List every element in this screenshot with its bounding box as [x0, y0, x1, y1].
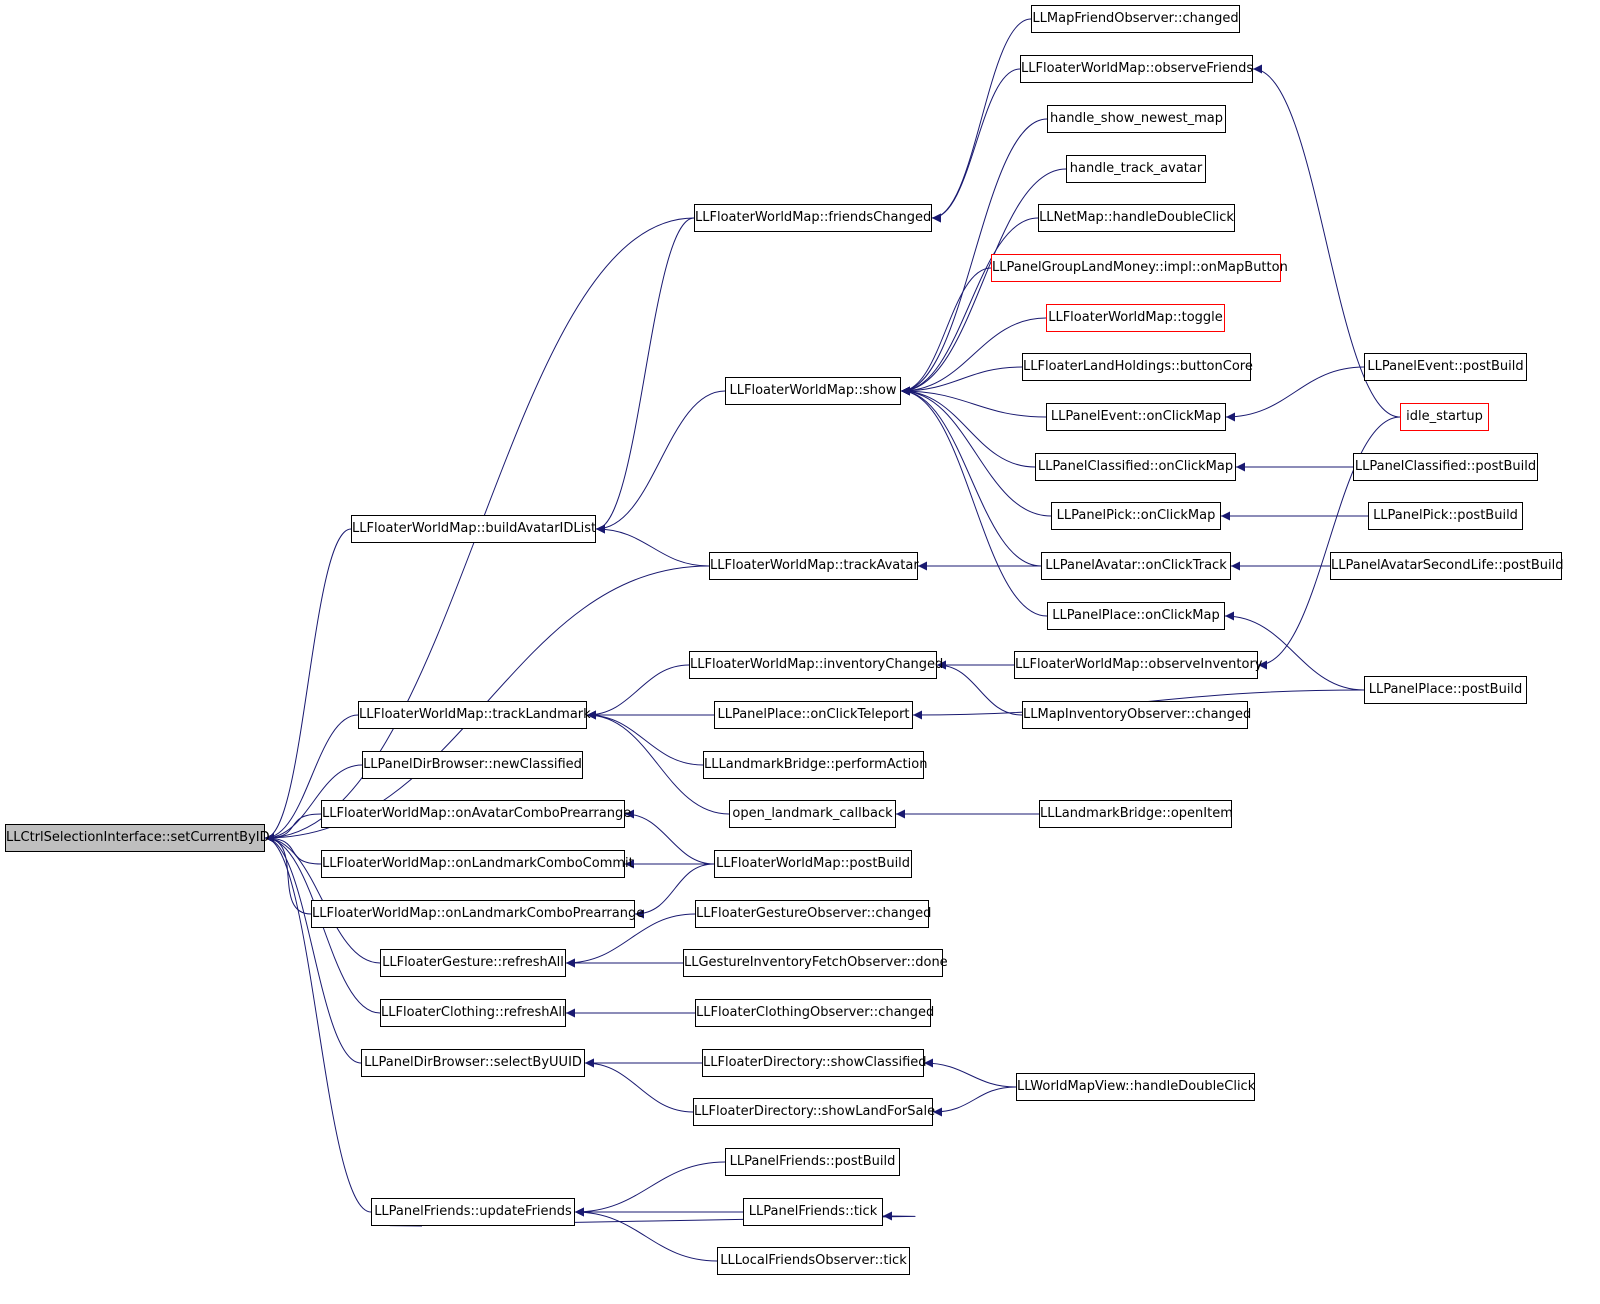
edge-n2-to-n1 — [931, 18, 1032, 223]
node-worldmap-toggle[interactable]: LLFloaterWorldMap::toggle — [1046, 304, 1225, 332]
edge-n15-to-n6 — [900, 386, 1036, 468]
edge-n23-to-n5 — [595, 524, 710, 567]
node-floatergesture-refreshall[interactable]: LLFloaterGesture::refreshAll — [380, 949, 566, 977]
node-panelavatar-onclicktrack[interactable]: LLPanelAvatar::onClickTrack — [1041, 552, 1231, 580]
edge-n47-to-n46 — [574, 1161, 726, 1217]
node-gesturefetchobserver-done[interactable]: LLGestureInventoryFetchObserver::done — [683, 949, 948, 977]
node-panelevent-postbuild[interactable]: LLPanelEvent::postBuild — [1364, 353, 1527, 381]
node-inventorychanged[interactable]: LLFloaterWorldMap::inventoryChanged — [689, 651, 943, 679]
node-buildavataridlist[interactable]: LLFloaterWorldMap::buildAvatarIDList — [351, 515, 596, 543]
node-mapfriendobserver-changed[interactable]: LLMapFriendObserver::changed — [1031, 5, 1240, 33]
node-setcurrentbyid[interactable]: LLCtrlSelectionInterface::setCurrentByID — [5, 824, 270, 852]
node-selectbyuuid[interactable]: LLPanelDirBrowser::selectByUUID — [361, 1049, 585, 1077]
node-landholdings-buttoncore[interactable]: LLFloaterLandHoldings::buttonCore — [1022, 353, 1253, 381]
edge-n11-to-n6 — [900, 317, 1047, 396]
edge-n34-to-n36 — [634, 863, 715, 919]
node-observefriends[interactable]: LLFloaterWorldMap::observeFriends — [1020, 55, 1253, 83]
node-landmarkbridge-openitem[interactable]: LLLandmarkBridge::openItem — [1039, 800, 1233, 828]
node-clothingobserver-changed[interactable]: LLFloaterClothingObserver::changed — [695, 999, 934, 1027]
node-handle-show-newest-map[interactable]: handle_show_newest_map — [1047, 105, 1226, 133]
node-worldmapview-handledoubleclick[interactable]: LLWorldMapView::handleDoubleClick — [1016, 1073, 1255, 1101]
edge-n21-to-n6 — [900, 386, 1048, 617]
node-panelavatarsecondlife-postbuild[interactable]: LLPanelAvatarSecondLife::postBuild — [1330, 552, 1564, 580]
node-gestureobserver-changed[interactable]: LLFloaterGestureObserver::changed — [695, 900, 931, 928]
edge-n4-to-n26 — [1257, 416, 1401, 670]
node-tracklandmark[interactable]: LLFloaterWorldMap::trackLandmark — [358, 701, 591, 729]
node-panelpick-postbuild[interactable]: LLPanelPick::postBuild — [1368, 502, 1523, 530]
edge-n42-to-n0 — [264, 833, 362, 1064]
node-grouplandmoney-onmapbutton[interactable]: LLPanelGroupLandMoney::impl::onMapButton — [991, 254, 1288, 282]
node-panelfriends-postbuild[interactable]: LLPanelFriends::postBuild — [725, 1148, 900, 1176]
node-handle-track-avatar[interactable]: handle_track_avatar — [1066, 155, 1206, 183]
node-observeinventory[interactable]: LLFloaterWorldMap::observeInventory — [1014, 651, 1263, 679]
edge-n1-to-n5 — [595, 217, 695, 534]
edge-n8-to-n6 — [900, 168, 1067, 396]
node-panelplace-onclickmap[interactable]: LLPanelPlace::onClickMap — [1047, 602, 1225, 630]
edge-n44-to-n43 — [923, 1058, 1017, 1088]
node-panelclassified-onclickmap[interactable]: LLPanelClassified::onClickMap — [1035, 453, 1236, 481]
node-panelclassified-postbuild[interactable]: LLPanelClassified::postBuild — [1353, 453, 1538, 481]
edge-n35-to-n0 — [264, 833, 322, 865]
node-netmap-handledoubleclick[interactable]: LLNetMap::handleDoubleClick — [1038, 204, 1235, 232]
node-panelfriends-tick[interactable]: LLPanelFriends::tick — [743, 1198, 883, 1226]
node-panelplace-postbuild[interactable]: LLPanelPlace::postBuild — [1364, 676, 1527, 704]
edge-n5-to-n0 — [264, 528, 352, 843]
edge-n17-to-n6 — [900, 386, 1052, 517]
node-onlandmarkcombocommit[interactable]: LLFloaterWorldMap::onLandmarkComboCommit — [321, 850, 634, 878]
node-localfriendsobserver-tick[interactable]: LLLocalFriendsObserver::tick — [717, 1247, 910, 1275]
edge-n7-to-n6 — [900, 118, 1048, 396]
edge-n14-to-n13 — [1225, 366, 1365, 422]
edge-n12-to-n6 — [900, 366, 1023, 396]
edge-n25-to-n24 — [586, 664, 690, 720]
node-panelpick-onclickmap[interactable]: LLPanelPick::onClickMap — [1051, 502, 1221, 530]
edge-n34-to-n33 — [624, 809, 715, 865]
node-worldmap-postbuild[interactable]: LLFloaterWorldMap::postBuild — [714, 850, 912, 878]
node-idle-startup[interactable]: idle_startup — [1400, 403, 1489, 431]
edge-n19-to-n6 — [900, 386, 1042, 567]
node-showlandforsale[interactable]: LLFloaterDirectory::showLandForSale — [693, 1098, 935, 1126]
edge-n4-to-n3 — [1252, 64, 1401, 418]
edge-n49-to-n46 — [574, 1207, 718, 1262]
node-onlandmarkcomboprearrange[interactable]: LLFloaterWorldMap::onLandmarkComboPrearr… — [311, 900, 644, 928]
edge-n45-to-n42 — [584, 1058, 694, 1113]
edge-n24-to-n0 — [264, 714, 359, 843]
edge-n44-to-n45 — [932, 1086, 1017, 1117]
node-newclassified[interactable]: LLPanelDirBrowser::newClassified — [362, 751, 583, 779]
edge-n30-to-n24 — [586, 710, 730, 815]
node-showclassified[interactable]: LLFloaterDirectory::showClassified — [702, 1049, 927, 1077]
node-trackavatar[interactable]: LLFloaterWorldMap::trackAvatar — [709, 552, 919, 580]
edge-n27-to-n25 — [936, 660, 1023, 716]
edge-n29-to-n24 — [586, 710, 704, 766]
node-open-landmark-callback[interactable]: open_landmark_callback — [729, 800, 896, 828]
node-mapinventoryobserver-changed[interactable]: LLMapInventoryObserver::changed — [1022, 701, 1251, 729]
node-panelplace-onclickteleport[interactable]: LLPanelPlace::onClickTeleport — [714, 701, 913, 729]
node-floaterclothing-refreshall[interactable]: LLFloaterClothing::refreshAll — [380, 999, 566, 1027]
node-updatefriends[interactable]: LLPanelFriends::updateFriends — [371, 1198, 575, 1226]
edge-n32-to-n0 — [264, 764, 363, 843]
node-onavatarcomboprearrange[interactable]: LLFloaterWorldMap::onAvatarComboPrearran… — [321, 800, 631, 828]
edge-n38-to-n37 — [565, 913, 696, 968]
edge-n46-to-n0 — [264, 833, 372, 1213]
edge-n36-to-n0 — [264, 833, 312, 915]
edge-n33-to-n0 — [264, 813, 322, 843]
edge-n9-to-n6 — [900, 217, 1039, 396]
edge-n6-to-n5 — [595, 390, 726, 534]
node-landmarkbridge-performaction[interactable]: LLLandmarkBridge::performAction — [703, 751, 927, 779]
node-friendschanged[interactable]: LLFloaterWorldMap::friendsChanged — [694, 204, 932, 232]
node-panelevent-onclickmap[interactable]: LLPanelEvent::onClickMap — [1046, 403, 1226, 431]
edge-n22-to-n21 — [1224, 611, 1365, 691]
edge-n10-to-n6 — [900, 267, 992, 396]
edge-n13-to-n6 — [900, 386, 1047, 418]
edge-n3-to-n1 — [931, 68, 1021, 223]
node-worldmap-show[interactable]: LLFloaterWorldMap::show — [725, 377, 901, 405]
